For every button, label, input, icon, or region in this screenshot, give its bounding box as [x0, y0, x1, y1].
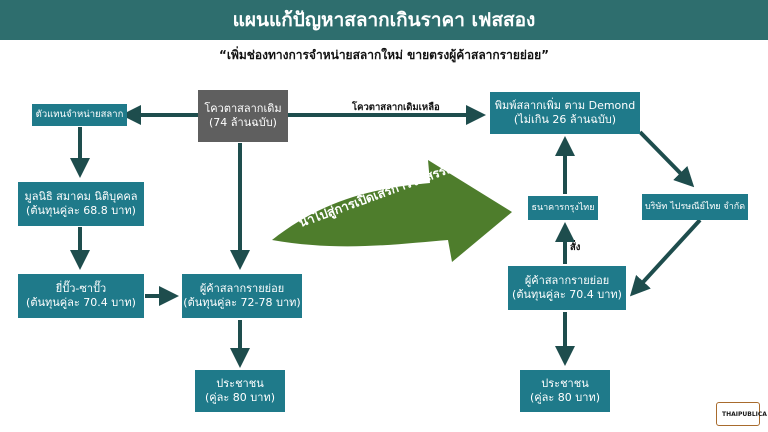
leftover-quota-label: โควตาสลากเดิมเหลือ — [352, 102, 440, 113]
right-public-line2: (คู่ละ 80 บาท) — [530, 391, 600, 404]
post-box: บริษัท ไปรษณีย์ไทย จำกัด — [642, 194, 748, 220]
banner-arrow-shape — [272, 160, 512, 262]
quota-line2: (74 ล้านฉบับ) — [209, 116, 277, 129]
post-line1: บริษัท ไปรษณีย์ไทย จำกัด — [644, 202, 746, 212]
logo-text: THAIPUBLICA — [722, 410, 767, 418]
foundation-line2: (ต้นทุนคู่ละ 68.8 บาท) — [26, 204, 136, 217]
agent-box: ตัวแทนจำหน่ายสลาก — [32, 104, 127, 126]
publisher-logo: THAIPUBLICA — [716, 402, 767, 426]
quota-line1: โควตาสลากเดิม — [204, 102, 282, 115]
right-retailer-line1: ผู้ค้าสลากรายย่อย — [524, 274, 610, 287]
arrow-post-retailer — [629, 218, 702, 297]
subtitle: “เพิ่มช่องทางการจำหน่ายสลากใหม่ ขายตรงผู… — [218, 48, 550, 62]
print-line2: (ไม่เกิน 26 ล้านฉบับ) — [513, 113, 617, 126]
right-public-line1: ประชาชน — [541, 377, 589, 390]
quota-box: โควตาสลากเดิม (74 ล้านฉบับ) — [198, 90, 288, 142]
print-box: พิมพ์สลากเพิ่ม ตาม Demond (ไม่เกิน 26 ล้… — [490, 92, 640, 134]
bank-line1: ธนาคารกรุงไทย — [531, 203, 595, 213]
right-retailer-box: ผู้ค้าสลากรายย่อย (ต้นทุนคู่ละ 70.4 บาท) — [508, 266, 626, 310]
agent-line1: ตัวแทนจำหน่ายสลาก — [35, 109, 124, 120]
retailer-line1: ผู้ค้าสลากรายย่อย — [199, 282, 285, 295]
public-line2: (คู่ละ 80 บาท) — [205, 391, 275, 404]
right-retailer-line2: (ต้นทุนคู่ละ 70.4 บาท) — [512, 288, 622, 301]
foundation-box: มูลนิธิ สมาคม นิติบุคคล (ต้นทุนคู่ละ 68.… — [18, 182, 144, 226]
public-line1: ประชาชน — [216, 377, 264, 390]
wholesaler-line1: ยี่ปั๊ว-ซาปั๊ว — [55, 282, 107, 295]
wholesaler-line2: (ต้นทุนคู่ละ 70.4 บาท) — [26, 296, 136, 309]
bank-box: ธนาคารกรุงไทย — [528, 196, 598, 220]
foundation-line1: มูลนิธิ สมาคม นิติบุคคล — [24, 190, 138, 203]
public-box: ประชาชน (คู่ละ 80 บาท) — [195, 370, 285, 412]
wholesaler-box: ยี่ปั๊ว-ซาปั๊ว (ต้นทุนคู่ละ 70.4 บาท) — [18, 274, 144, 318]
retailer-box: ผู้ค้าสลากรายย่อย (ต้นทุนคู่ละ 72-78 บาท… — [182, 274, 302, 318]
order-label: สั่ง — [570, 242, 581, 253]
print-line1: พิมพ์สลากเพิ่ม ตาม Demond — [494, 99, 636, 112]
page-title: แผนแก้ปัญหาสลากเกินราคา เฟสสอง — [232, 9, 536, 31]
right-public-box: ประชาชน (คู่ละ 80 บาท) — [520, 370, 610, 412]
arrow-print-post — [638, 130, 695, 188]
retailer-line2: (ต้นทุนคู่ละ 72-78 บาท) — [183, 296, 301, 309]
page-title-bar: แผนแก้ปัญหาสลากเกินราคา เฟสสอง — [0, 0, 768, 40]
